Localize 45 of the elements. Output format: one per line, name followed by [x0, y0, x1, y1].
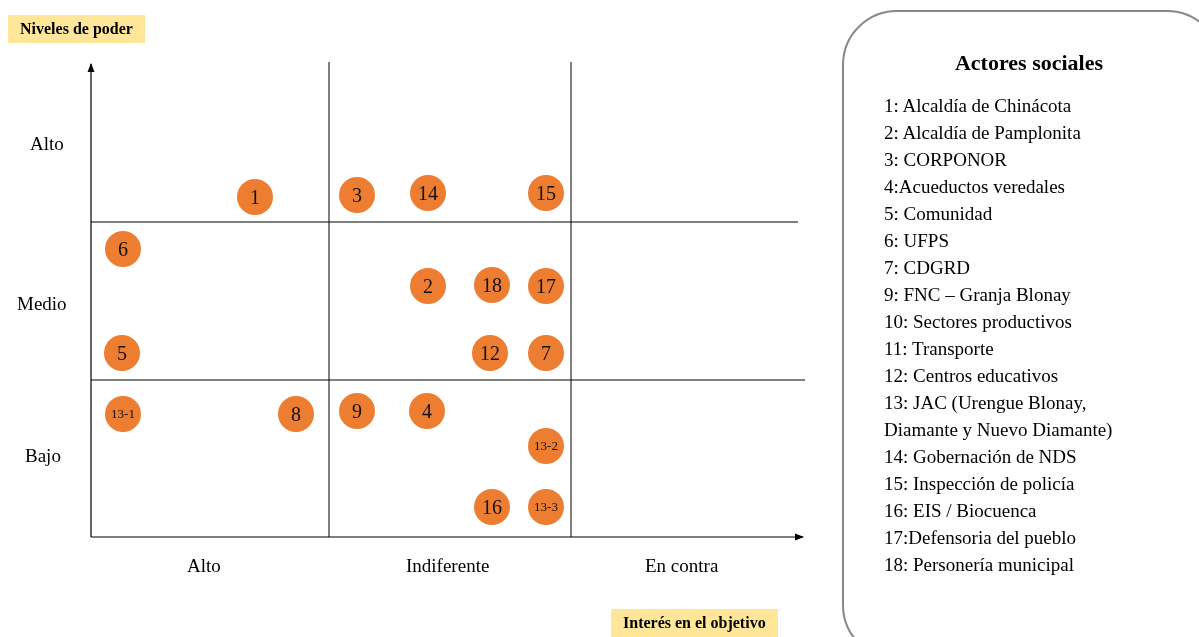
numbered-circle: 2 — [410, 268, 446, 304]
numbered-circle: 14 — [410, 175, 446, 211]
list-item: 16: EIS / Biocuenca — [884, 499, 1038, 523]
numbered-circle: 13-3 — [528, 489, 564, 525]
list-item: 18: Personería municipal — [884, 553, 1075, 577]
panel-heading: Actores sociales — [953, 50, 1105, 76]
numbered-circle: 5 — [104, 335, 140, 371]
list-item: 17:Defensoria del pueblo — [884, 526, 1078, 550]
axis-tick-label: Alto — [187, 555, 221, 577]
numbered-circle: 3 — [339, 177, 375, 213]
numbered-circle: 6 — [105, 231, 141, 267]
numbered-circle: 13-1 — [105, 396, 141, 432]
axis-tick-label: Medio — [17, 293, 67, 315]
list-item: 5: Comunidad — [884, 202, 994, 226]
list-item: 15: Inspección de policía — [884, 472, 1076, 496]
numbered-circle: 18 — [474, 267, 510, 303]
numbered-circle: 7 — [528, 335, 564, 371]
axis-tick-label: En contra — [645, 555, 719, 577]
list-item: 4:Acueductos veredales — [884, 175, 1066, 199]
legend-panel — [842, 10, 1199, 637]
axis-tick-label: Bajo — [25, 445, 61, 467]
axis-title: Niveles de poder — [8, 15, 145, 43]
list-item: 2: Alcaldía de Pamplonita — [884, 121, 1082, 145]
numbered-circle: 9 — [339, 393, 375, 429]
axis-tick-label: Indiferente — [406, 555, 490, 577]
numbered-circle: 16 — [474, 489, 510, 525]
list-item: 6: UFPS — [884, 229, 950, 253]
list-item: 11: Transporte — [884, 337, 995, 361]
numbered-circle: 4 — [409, 393, 445, 429]
list-item: 1: Alcaldía de Chinácota — [884, 94, 1073, 118]
list-item: 7: CDGRD — [884, 256, 972, 280]
list-item: 9: FNC – Granja Blonay — [884, 283, 1072, 307]
numbered-circle: 1 — [237, 179, 273, 215]
list-item: 14: Gobernación de NDS — [884, 445, 1078, 469]
list-item: 12: Centros educativos — [884, 364, 1060, 388]
list-item: 10: Sectores productivos — [884, 310, 1073, 334]
axis-title: Interés en el objetivo — [611, 609, 778, 637]
numbered-circle: 8 — [278, 396, 314, 432]
list-item: 13: JAC (Urengue Blonay, Diamante y Nuevo Diamante) — [884, 391, 1114, 442]
numbered-circle: 13-2 — [528, 428, 564, 464]
axis-tick-label: Alto — [30, 133, 64, 155]
numbered-circle: 12 — [472, 335, 508, 371]
list-item: 3: CORPONOR — [884, 148, 1008, 172]
numbered-circle: 17 — [528, 268, 564, 304]
numbered-circle: 15 — [528, 175, 564, 211]
